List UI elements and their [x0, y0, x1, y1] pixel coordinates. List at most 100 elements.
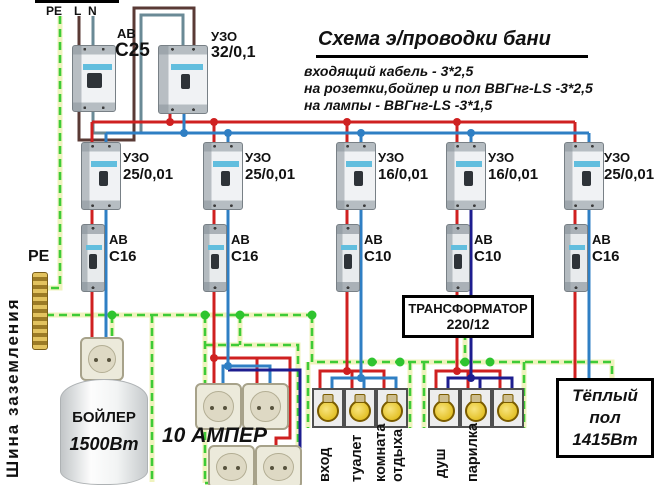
breaker-stripe	[450, 244, 468, 250]
breaker-stripe	[207, 244, 225, 250]
rcd-1-type: УЗО	[123, 150, 150, 165]
breaker-stripe	[568, 244, 586, 250]
ground-bus-bar	[32, 272, 48, 350]
breaker-2-rating: C16	[231, 248, 259, 265]
boiler-power: 1500Вт	[69, 434, 139, 454]
rcd-lever	[354, 170, 364, 186]
bulb-icon	[465, 399, 487, 422]
boiler: БОЙЛЕР 1500Вт	[60, 379, 148, 485]
junction-dots	[107, 118, 495, 382]
boiler-socket	[80, 337, 124, 381]
breaker-5-type: АВ	[592, 232, 611, 247]
rcd-lever	[181, 74, 191, 90]
main-rcd-rating: 32/0,1	[211, 44, 256, 61]
breaker-3-type: АВ	[364, 232, 383, 247]
rcd-lever	[464, 170, 474, 186]
rcd-3-rating: 16/0,01	[378, 166, 429, 183]
lamp	[344, 388, 376, 428]
breaker-stripe	[340, 244, 358, 250]
rcd-5-rating: 25/0,01	[604, 166, 655, 183]
warm-floor-line2: пол	[589, 408, 621, 428]
note-line-3: на лампы - ВВГнг-LS -3*1,5	[304, 97, 493, 113]
note-line-1: входящий кабель - 3*2,5	[304, 63, 474, 79]
ground-bus-title: Шина заземления	[3, 297, 22, 478]
socket-outlet	[195, 383, 242, 430]
lamp-label-shower: душ	[433, 448, 449, 478]
rcd-stripe	[170, 64, 204, 71]
lamp-label-entrance: вход	[317, 447, 333, 483]
breaker-lever	[344, 254, 352, 270]
rcd-lever	[582, 170, 592, 186]
transformer-box: ТРАНСФОРМАТОР 220/12	[402, 295, 534, 338]
lamp-label-steamroom: парилка	[465, 422, 481, 482]
rcd-stripe	[574, 160, 600, 167]
bulb-icon	[433, 399, 455, 422]
bulb-icon	[497, 399, 519, 422]
rcd-lever	[221, 170, 231, 186]
rcd-5-type: УЗО	[604, 150, 631, 165]
main-rcd-device	[158, 45, 208, 114]
breaker-3-rating: C10	[364, 248, 392, 265]
rcd-device-3	[336, 142, 376, 210]
rcd-2-rating: 25/0,01	[245, 166, 296, 183]
breaker-device-4	[446, 224, 470, 292]
lamp	[428, 388, 460, 428]
lamp	[312, 388, 344, 428]
note-line-2: на розетки,бойлер и пол ВВГнг-LS -3*2,5	[304, 80, 593, 96]
panel-edge-line	[35, 0, 119, 3]
breaker-lever	[211, 254, 219, 270]
breaker-1-type: АВ	[109, 232, 128, 247]
breaker-5-rating: C16	[592, 248, 620, 265]
socket-outlet	[242, 383, 289, 430]
transformer-ratio: 220/12	[446, 316, 490, 332]
breaker-2-type: АВ	[231, 232, 250, 247]
main-breaker-device	[72, 45, 116, 112]
breaker-4-rating: C10	[474, 248, 502, 265]
rcd-2-type: УЗО	[245, 150, 272, 165]
rcd-stripe	[213, 160, 239, 167]
rcd-4-rating: 16/0,01	[488, 166, 539, 183]
rcd-device-5	[564, 142, 604, 210]
main-breaker-type: АВ	[117, 26, 136, 41]
breaker-device-2	[203, 224, 227, 292]
socket-outlet	[255, 445, 302, 485]
breaker-lever	[87, 73, 103, 89]
lamp-label-toilet: туалет	[349, 434, 365, 482]
warm-floor-box: Тёплый пол 1415Вт	[556, 378, 654, 458]
lamp	[492, 388, 524, 428]
title-underline	[316, 55, 588, 58]
rcd-3-type: УЗО	[378, 150, 405, 165]
lamp-label-restroom: комната отдыха	[373, 423, 406, 482]
incoming-pe-label: PE	[46, 4, 63, 18]
bulb-icon	[317, 399, 339, 422]
rcd-stripe	[91, 160, 117, 167]
breaker-lever	[454, 254, 462, 270]
breaker-stripe	[85, 244, 103, 250]
incoming-n-label: N	[88, 4, 97, 18]
lamp	[376, 388, 408, 428]
ground-pe-label: PE	[28, 248, 50, 265]
incoming-l-label: L	[74, 4, 82, 18]
rcd-device-2	[203, 142, 243, 210]
rcd-4-type: УЗО	[488, 150, 515, 165]
neutral-wires	[104, 112, 591, 457]
socket-group-label: 10 АМПЕР	[162, 424, 267, 447]
breaker-stripe	[83, 63, 112, 70]
rcd-stripe	[456, 160, 482, 167]
breaker-1-rating: C16	[109, 248, 137, 265]
breaker-lever	[572, 254, 580, 270]
rcd-1-rating: 25/0,01	[123, 166, 174, 183]
rcd-device-4	[446, 142, 486, 210]
rcd-lever	[99, 170, 109, 186]
bulb-icon	[349, 399, 371, 422]
boiler-name: БОЙЛЕР	[72, 409, 136, 426]
rcd-stripe	[346, 160, 372, 167]
socket-outlet	[208, 445, 255, 485]
breaker-device-1	[81, 224, 105, 292]
lamp	[460, 388, 492, 428]
breaker-4-type: АВ	[474, 232, 493, 247]
breaker-lever	[89, 254, 97, 270]
breaker-device-5	[564, 224, 588, 292]
